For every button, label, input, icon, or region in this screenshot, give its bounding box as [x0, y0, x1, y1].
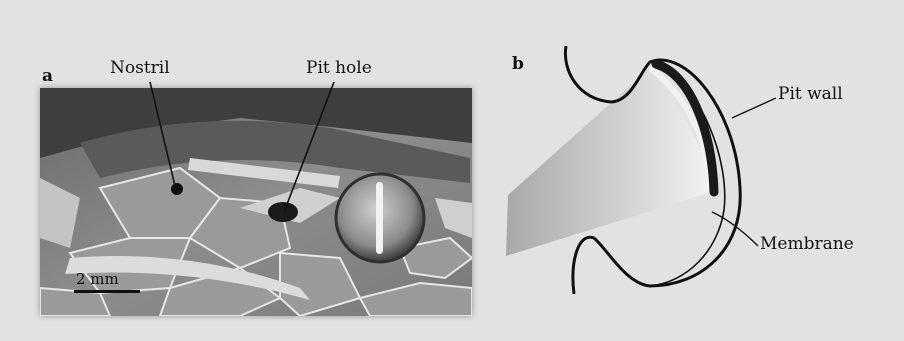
pit-wall-leader-line: [732, 98, 776, 118]
pit-wall-label: Pit wall: [778, 86, 843, 103]
membrane-label: Membrane: [760, 236, 854, 253]
